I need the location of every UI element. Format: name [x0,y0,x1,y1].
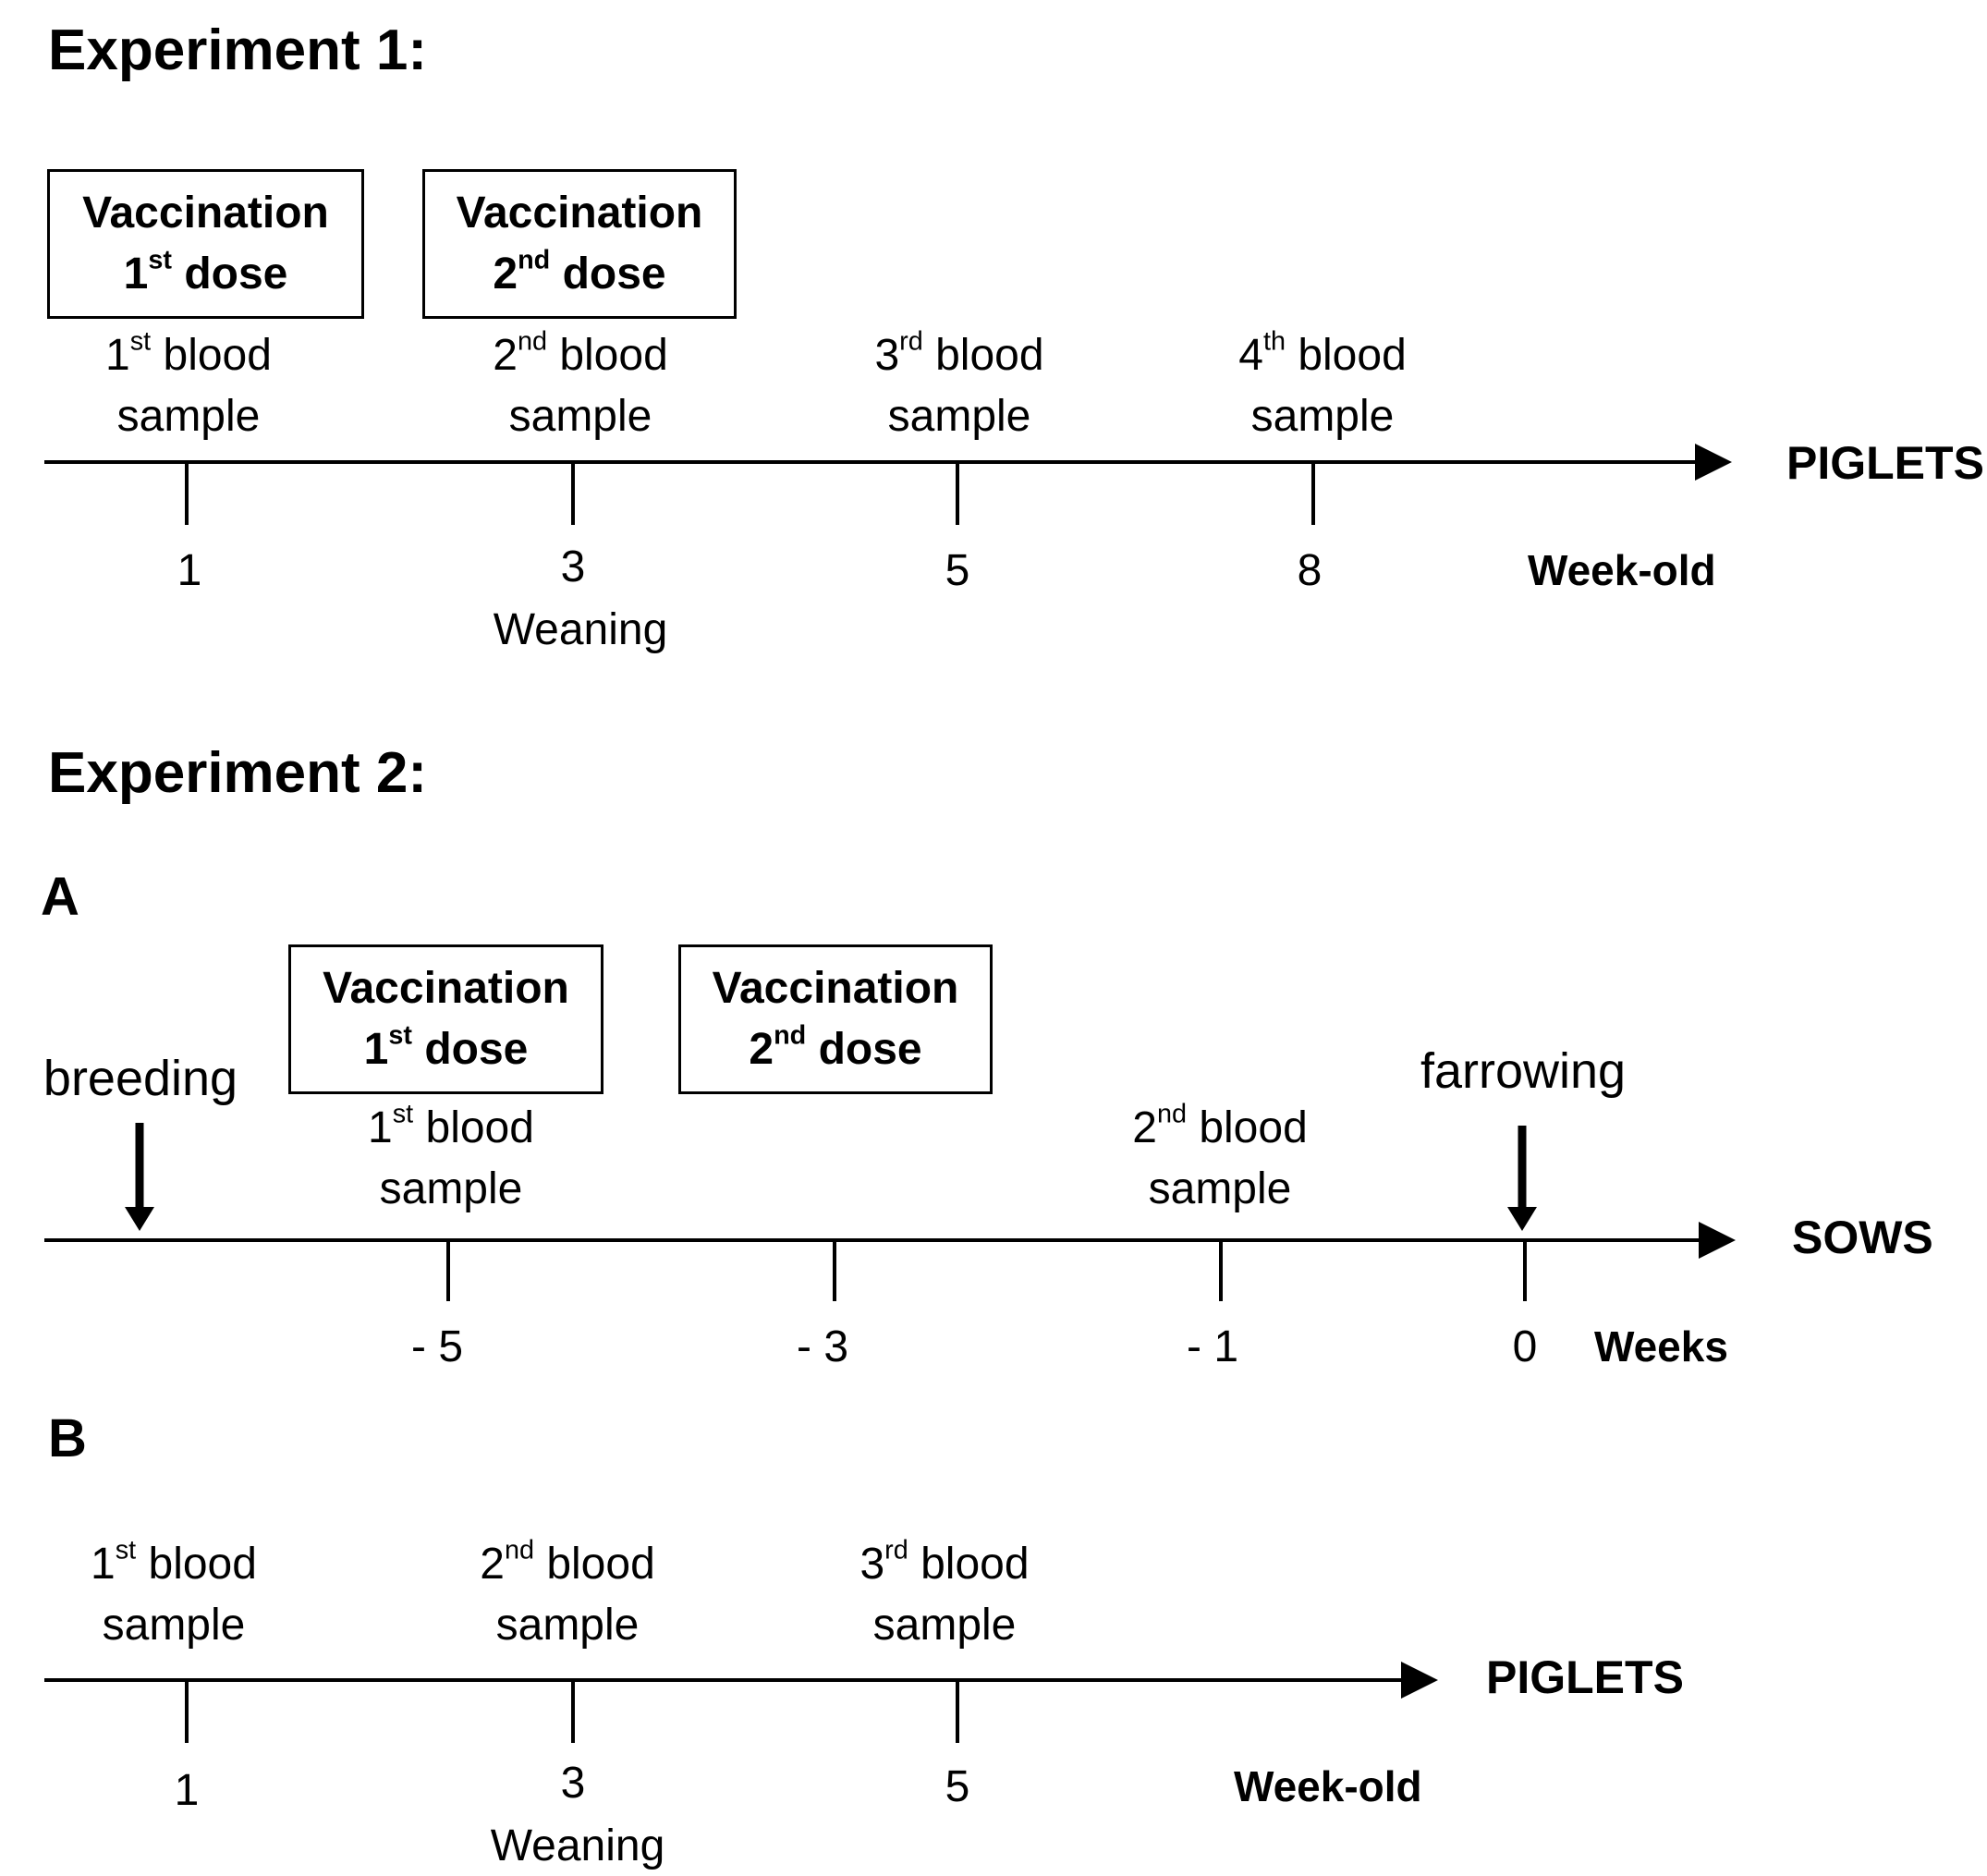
exp2a-tick-label-0: 0 [1512,1322,1538,1371]
exp1-weaning-note: Weaning [493,605,668,654]
dose-label: 1st dose [123,245,288,298]
vaccination-label: Vaccination [82,189,329,238]
exp2a-blood-sample-2: 2nd blood sample [1132,1099,1308,1213]
panel-b-letter: B [48,1408,87,1468]
dose-label: 2nd dose [749,1020,922,1074]
exp2a-vaccination-box-1: Vaccination 1st dose [288,944,603,1094]
exp2b-axis-unit: Week-old [1234,1762,1422,1810]
exp2b-tick-label-5: 5 [945,1762,970,1811]
exp2b-weaning-note: Weaning [490,1821,665,1870]
exp2b-blood-sample-3: 3rd blood sample [859,1535,1030,1650]
exp2a-vaccination-box-2: Vaccination 2nd dose [678,944,993,1094]
exp1-axis-name: PIGLETS [1786,437,1984,489]
exp1-blood-sample-4: 4th blood sample [1238,326,1407,441]
dose-label: 1st dose [363,1020,529,1074]
panel-a-letter: A [41,867,79,927]
exp1-vaccination-box-1: Vaccination 1st dose [47,169,364,319]
exp2a-blood-sample-1: 1st blood sample [368,1099,534,1213]
breeding-label: breeding [43,1051,238,1106]
exp1-axis-unit: Week-old [1528,546,1716,594]
exp1-blood-sample-3: 3rd blood sample [874,326,1044,441]
exp2b-blood-sample-1: 1st blood sample [91,1535,257,1650]
exp2b-axis-name: PIGLETS [1486,1651,1684,1703]
experiment1-heading: Experiment 1: [48,18,428,82]
exp1-tick-label-1: 1 [177,546,202,595]
vaccination-label: Vaccination [712,964,959,1013]
dose-label: 2nd dose [493,245,666,298]
exp2a-tick-label-minus3: - 3 [796,1322,849,1371]
exp2b-tick-label-1: 1 [174,1766,200,1815]
exp2b-blood-sample-2: 2nd blood sample [480,1535,655,1650]
exp2a-tick-label-minus5: - 5 [410,1322,464,1371]
exp1-blood-sample-1: 1st blood sample [105,326,272,441]
exp2a-axis-unit: Weeks [1594,1322,1728,1370]
experiment2-heading: Experiment 2: [48,741,428,805]
exp1-tick-label-5: 5 [945,546,970,595]
vaccination-label: Vaccination [456,189,703,238]
exp1-tick-label-8: 8 [1297,546,1323,595]
exp2b-tick-label-3: 3 [560,1759,586,1808]
exp2a-tick-label-minus1: - 1 [1186,1322,1239,1371]
exp2a-axis-name: SOWS [1792,1212,1933,1263]
exp1-tick-label-3: 3 [560,542,586,591]
farrowing-label: farrowing [1420,1043,1627,1099]
exp1-blood-sample-2: 2nd blood sample [493,326,668,441]
exp1-vaccination-box-2: Vaccination 2nd dose [422,169,737,319]
vaccination-label: Vaccination [323,964,569,1013]
